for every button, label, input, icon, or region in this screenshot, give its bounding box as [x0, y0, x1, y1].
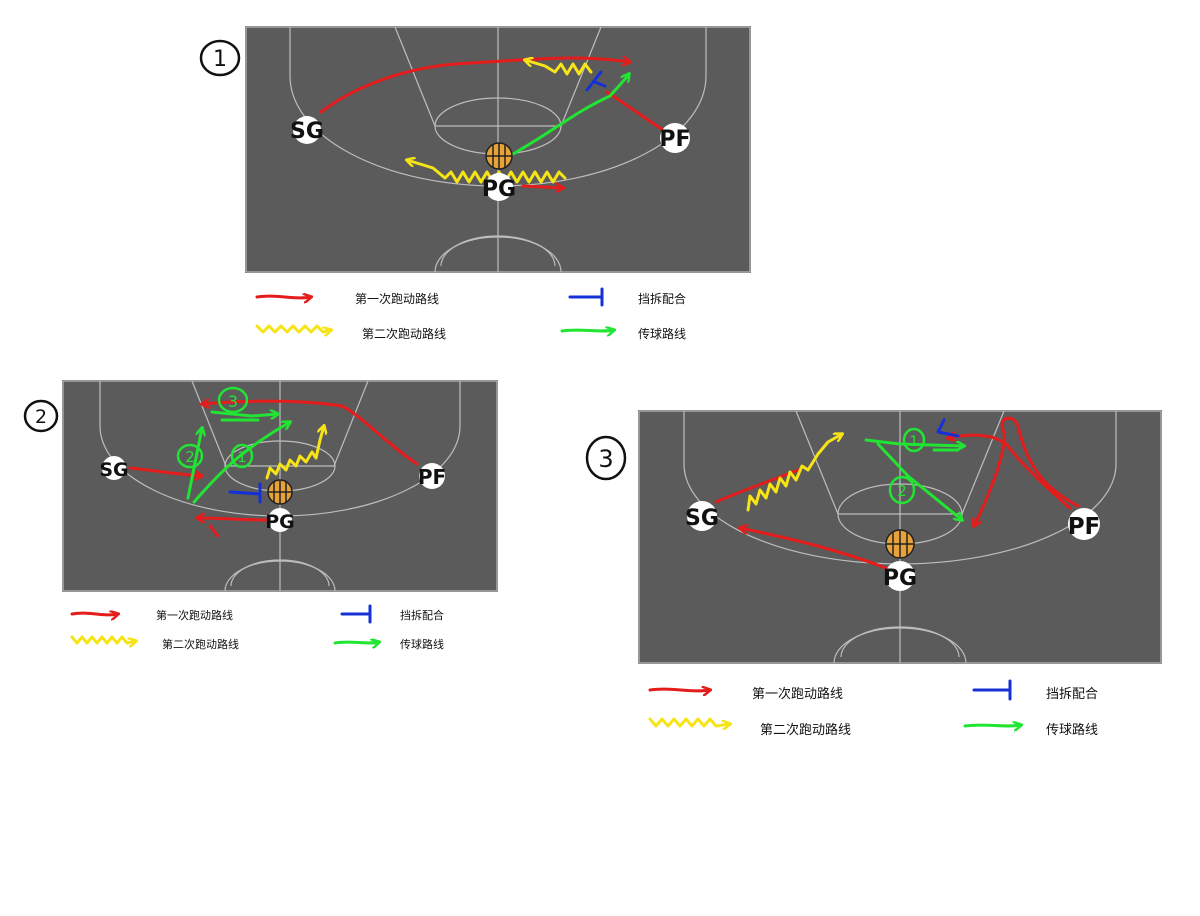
legend-pass-arrow [333, 634, 389, 652]
player-marker-pf [660, 123, 690, 153]
legend-pass-arrow [963, 716, 1031, 736]
basketball-court-2: 3 2 1 SG PG PF [62, 380, 498, 592]
svg-text:3: 3 [598, 445, 613, 473]
legend-screen-label: 挡拆配合 [400, 609, 444, 622]
legend-first-run-arrow [255, 290, 321, 306]
player-marker-pg [485, 173, 513, 201]
diagram-number-3: 3 [585, 435, 627, 481]
player-label-sg: SG [290, 119, 324, 144]
legend-second-run-label: 第二次跑动路线 [162, 638, 239, 651]
legend-screen-label: 挡拆配合 [638, 292, 687, 306]
player-label-pf: PF [418, 465, 446, 489]
player-marker-pg [885, 561, 915, 591]
legend-pass-label: 传球路线 [400, 638, 444, 651]
legend-second-run-label: 第二次跑动路线 [760, 723, 852, 738]
step-marker-2 [176, 443, 204, 469]
player-marker-pg [268, 508, 292, 532]
legend-first-run-arrow [70, 607, 128, 623]
legend-screen-icon [340, 604, 372, 624]
step-marker-1 [902, 427, 926, 453]
player-marker-pf [1068, 508, 1100, 540]
svg-text:2: 2 [897, 482, 907, 500]
legend-screen-icon [568, 287, 604, 307]
player-label-sg: SG [685, 506, 719, 531]
legend-pass-arrow [560, 322, 624, 340]
legend-first-run-label: 第一次跑动路线 [355, 292, 440, 306]
legend-second-run-arrow [255, 324, 341, 340]
legend-first-run-label: 第一次跑动路线 [752, 687, 844, 702]
legend-screen-icon [972, 679, 1012, 701]
player-label-sg: SG [99, 459, 128, 481]
player-label-pg: PG [883, 566, 917, 591]
legend-second-run-arrow [70, 635, 146, 650]
step-marker-3 [217, 386, 249, 414]
player-marker-sg [293, 116, 321, 144]
legend-pass-label: 传球路线 [1046, 723, 1099, 738]
svg-text:1: 1 [910, 434, 919, 450]
legend-first-run-label: 第一次跑动路线 [156, 609, 233, 622]
player-label-pg: PG [482, 177, 516, 202]
basketball-court-3: 1 2 SG PG PF [638, 410, 1162, 664]
step-marker-2 [888, 475, 916, 505]
step-marker-1 [230, 443, 254, 469]
legend-second-run-arrow [648, 717, 740, 734]
player-marker-sg [102, 456, 126, 480]
legend-second-run-label: 第二次跑动路线 [362, 327, 447, 341]
player-label-pg: PG [265, 511, 295, 533]
legend-first-run-arrow [648, 682, 720, 700]
diagram-number-1: 1 [199, 39, 241, 77]
diagram-number-2: 2 [23, 399, 59, 433]
legend-pass-label: 传球路线 [638, 327, 687, 341]
player-marker-sg [687, 501, 717, 531]
player-marker-pf [419, 463, 445, 489]
svg-text:1: 1 [213, 47, 227, 72]
basketball-court-1: SG PG PF [245, 26, 751, 273]
svg-text:2: 2 [185, 448, 195, 466]
player-label-pf: PF [659, 127, 690, 152]
svg-text:1: 1 [238, 450, 247, 466]
legend-screen-label: 挡拆配合 [1046, 687, 1099, 702]
player-label-pf: PF [1068, 514, 1101, 540]
svg-text:3: 3 [228, 392, 238, 411]
svg-text:2: 2 [35, 406, 47, 428]
